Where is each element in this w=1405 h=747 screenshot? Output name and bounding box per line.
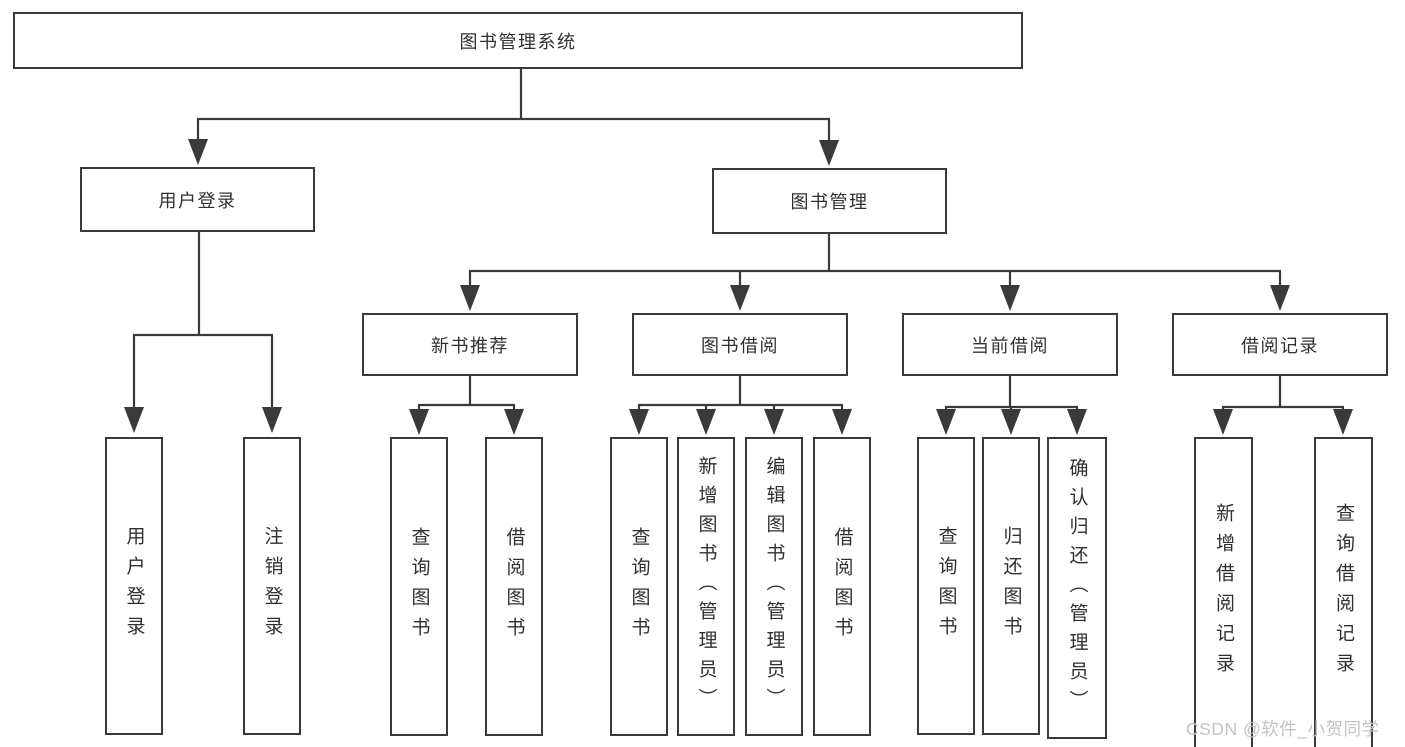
node-book-management: 图书管理 xyxy=(712,168,947,234)
leaf-label: 用户登录 xyxy=(123,526,145,646)
leaf-add-book-admin: 新增图书（管理员） xyxy=(677,437,735,736)
leaf-query-books-b: 查询图书 xyxy=(610,437,668,736)
leaf-label: 查询图书 xyxy=(408,526,430,647)
leaf-return-books: 归还图书 xyxy=(982,437,1040,735)
leaf-label: 确认归还（管理员） xyxy=(1066,457,1088,719)
leaf-query-books-a: 查询图书 xyxy=(390,437,448,736)
node-book-borrowing: 图书借阅 xyxy=(632,313,848,376)
node-new-book-recommend: 新书推荐 xyxy=(362,313,578,376)
leaf-confirm-return-admin: 确认归还（管理员） xyxy=(1047,437,1107,739)
leaf-label: 注销登录 xyxy=(261,526,283,646)
leaf-borrow-books-b: 借阅图书 xyxy=(813,437,871,736)
leaf-label: 查询图书 xyxy=(935,526,957,646)
leaf-edit-book-admin: 编辑图书（管理员） xyxy=(745,437,803,736)
leaf-label: 归还图书 xyxy=(1000,526,1022,646)
leaf-label: 新增借阅记录 xyxy=(1213,503,1234,683)
leaf-query-books-c: 查询图书 xyxy=(917,437,975,735)
csdn-watermark: CSDN @软件_小贺同学 xyxy=(1186,719,1380,739)
node-user-login: 用户登录 xyxy=(80,167,315,232)
leaf-label: 借阅图书 xyxy=(831,526,853,647)
leaf-query-borrow-record: 查询借阅记录 xyxy=(1314,437,1373,747)
leaf-label: 新增图书（管理员） xyxy=(695,456,717,717)
node-borrow-records: 借阅记录 xyxy=(1172,313,1388,376)
leaf-label: 查询借阅记录 xyxy=(1333,503,1354,683)
leaf-label: 编辑图书（管理员） xyxy=(763,456,785,717)
leaf-label: 查询图书 xyxy=(628,526,650,647)
leaf-logout: 注销登录 xyxy=(243,437,301,735)
node-current-borrowing: 当前借阅 xyxy=(902,313,1118,376)
leaf-label: 借阅图书 xyxy=(503,526,525,647)
leaf-user-login: 用户登录 xyxy=(105,437,163,735)
node-library-management-system: 图书管理系统 xyxy=(13,12,1023,69)
leaf-add-borrow-record: 新增借阅记录 xyxy=(1194,437,1253,747)
leaf-borrow-books-a: 借阅图书 xyxy=(485,437,543,736)
